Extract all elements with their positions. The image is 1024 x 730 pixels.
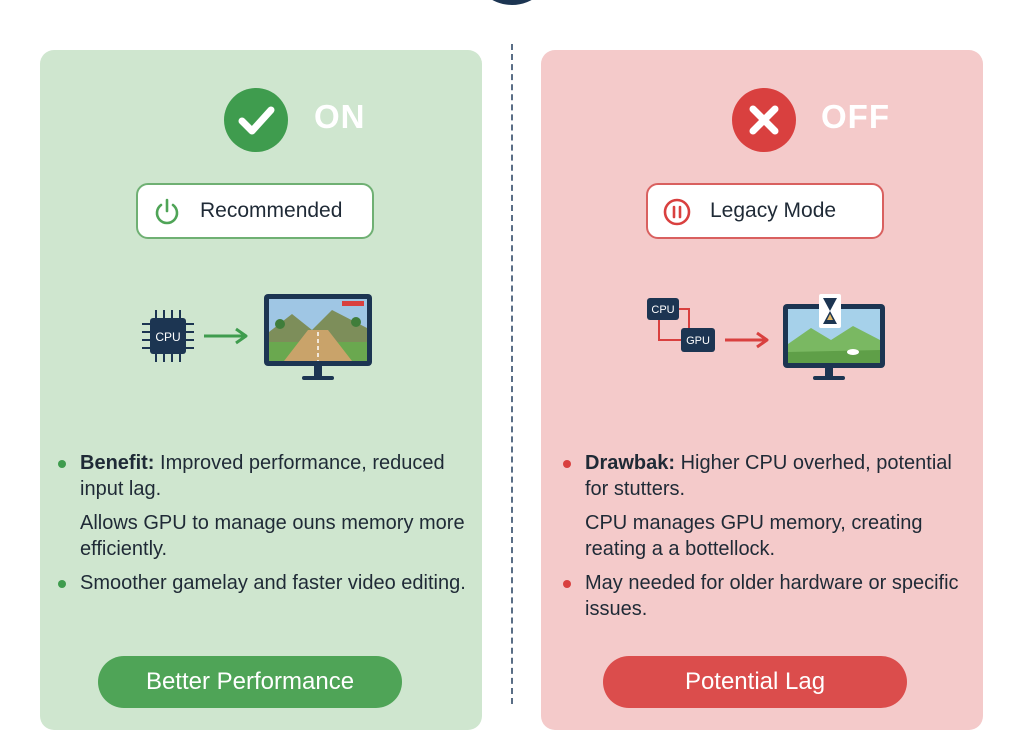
benefit-list: Benefit: Improved performance, reduced i… [56, 450, 466, 604]
list-item: May needed for older hardware or specifi… [561, 570, 967, 622]
info-icon [492, 0, 532, 5]
list-item: Benefit: Improved performance, reduced i… [56, 450, 466, 502]
bullet-dot [563, 580, 571, 588]
monitor-game-icon [264, 294, 372, 380]
list-item: Allows GPU to manage ouns memory more ef… [80, 512, 465, 560]
off-panel: OFF Legacy Mode CPU GPU [541, 50, 983, 730]
bullet-dot [58, 580, 66, 588]
cpu-chip-icon: CPU [142, 310, 194, 362]
bullet-dot [58, 460, 66, 468]
bullet-dot [563, 460, 571, 468]
list-item: Smoother gamelay and faster video editin… [56, 570, 466, 596]
status-row-off: OFF [541, 88, 983, 152]
list-item: Drawbak: Higher CPU overhed, potential f… [561, 450, 967, 502]
center-divider [511, 44, 513, 704]
gpu-box-label: GPU [686, 335, 710, 347]
check-icon [224, 88, 288, 152]
drawback-list: Drawbak: Higher CPU overhed, potential f… [561, 450, 967, 630]
pause-icon [663, 198, 691, 226]
recommended-badge[interactable]: Recommended [136, 183, 374, 239]
status-row-on: ON [40, 88, 482, 152]
potential-lag-button[interactable]: Potential Lag [603, 656, 907, 708]
better-performance-button[interactable]: Better Performance [98, 656, 402, 708]
status-label-on: ON [314, 98, 366, 135]
legacy-mode-badge[interactable]: Legacy Mode [646, 183, 884, 239]
cpu-box-label: CPU [651, 304, 674, 316]
x-icon [732, 88, 796, 152]
on-panel: ON Recommended CPU [40, 50, 482, 730]
arrow-right-icon [725, 331, 769, 349]
cpu-gpu-diagram: CPU GPU [647, 298, 715, 352]
arrow-right-icon [204, 327, 248, 345]
power-icon [155, 198, 179, 225]
list-item: CPU manages GPU memory, creating reating… [585, 512, 923, 560]
badge-label-on: Recommended [200, 199, 343, 222]
status-label-off: OFF [821, 98, 890, 135]
monitor-landscape-icon [783, 294, 885, 380]
cpu-chip-label: CPU [155, 330, 180, 344]
badge-label-off: Legacy Mode [710, 199, 837, 222]
hourglass-icon [819, 294, 841, 328]
